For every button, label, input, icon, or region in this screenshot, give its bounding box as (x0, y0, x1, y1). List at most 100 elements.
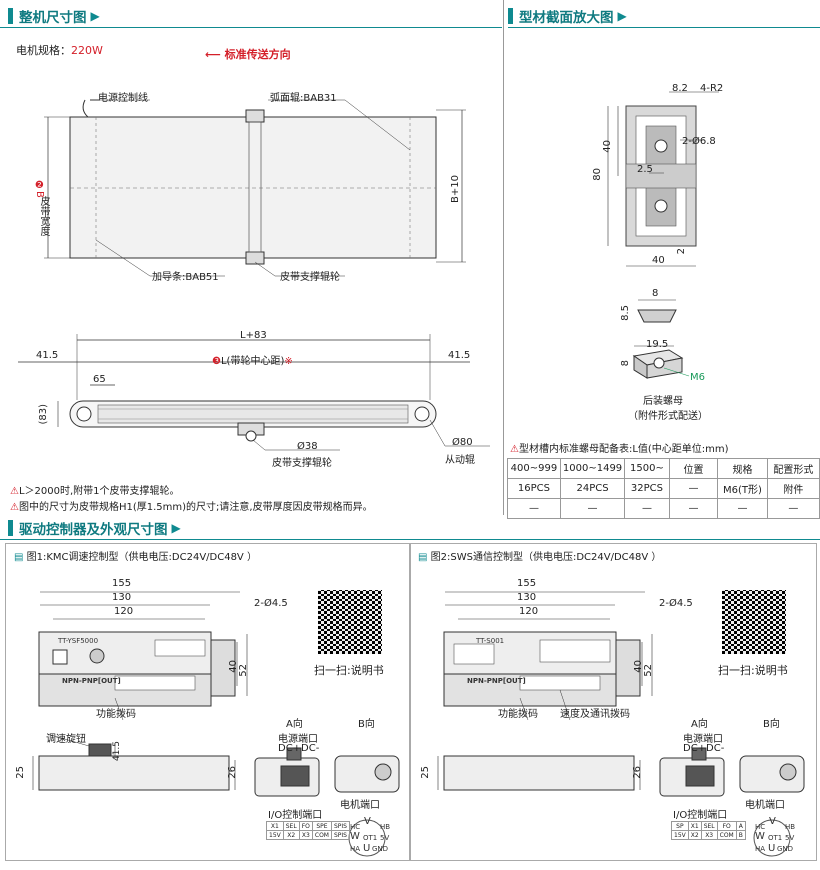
fig1-dim-25: 25 (15, 766, 26, 779)
l-center-mark: ❸ (212, 356, 221, 367)
table-cell: COM (716, 830, 737, 840)
motor-spec-value: 220W (71, 44, 103, 57)
motor-pin-ha: HA (755, 845, 766, 853)
fig1-dim-41-5: 41.5 (112, 741, 122, 762)
dim-8-5: 8.5 (620, 305, 631, 321)
dim-80: 80 (592, 168, 603, 181)
fig2-io-port-label: I/O控制端口 (673, 810, 728, 821)
motor-pin-hc: HC (755, 823, 766, 831)
play-arrow-icon: ▶ (90, 9, 100, 23)
fig1-title: ▤ 图1:KMC调速控制型（供电电压:DC24V/DC48V ） (14, 548, 257, 563)
fig1-panel (5, 543, 410, 861)
motor-pin-gnd: GND (372, 845, 389, 853)
motor-pin-5v: 5V (380, 834, 390, 842)
fig2-b-view-label: B向 (763, 719, 780, 730)
section-title-profile: 型材截面放大图▶ (508, 6, 627, 26)
motor-pin-w: W (755, 831, 765, 842)
fig2-title-text: 图2:SWS通信控制型（供电电压:DC24V/DC48V ） (430, 552, 662, 563)
table-header-cell: 1000~1499 (559, 458, 626, 479)
direction-text: 标准传送方向 (224, 48, 291, 61)
divider (0, 27, 502, 28)
table-cell: X1 (266, 821, 284, 831)
fig2-panel (410, 543, 817, 861)
table-cell: M6(T形) (717, 478, 768, 499)
fig1-npn-label: NPN-PNP[OUT] (62, 677, 121, 685)
nut-table: 400~999 1000~1499 1500~ 位置 规格 配置形式 16PCS… (507, 458, 820, 519)
fig1-qr-label: 扫一扫:说明书 (314, 664, 384, 677)
warning-icon: ⚠ (10, 502, 19, 513)
fig1-dim-2-d4-5: 2-Ø4.5 (254, 598, 288, 609)
table-cell: 附件 (766, 478, 820, 499)
table-cell: SEL (700, 821, 718, 831)
table-header-cell: 位置 (668, 458, 719, 479)
dim-41-5-left: 41.5 (36, 350, 59, 361)
nut-table-title-text: 型材槽内标准螺母配备表:L值(中心距单位:mm) (518, 444, 729, 455)
arrow-left-icon: ⟵ (205, 48, 221, 61)
fig2-a-view-label: A向 (691, 719, 708, 730)
fig1-dim-52: 52 (238, 664, 249, 677)
motor-pin-w: W (350, 831, 360, 842)
dim-40-horizontal: 40 (652, 255, 665, 266)
dim-d80: Ø80 (452, 437, 473, 448)
motor-pin-v: V (364, 816, 371, 827)
dim-41-5-right: 41.5 (448, 350, 471, 361)
play-arrow-icon: ▶ (617, 9, 627, 23)
table-cell: COM (311, 830, 332, 840)
note-1-text: L＞2000时,附带1个皮带支撑辊轮。 (18, 486, 180, 497)
fig1-io-port-label: I/O控制端口 (268, 810, 323, 821)
motor-spec-label: 电机规格： (16, 44, 71, 57)
table-cell: A (735, 821, 746, 831)
table-cell: FO (716, 821, 737, 831)
table-cell: 15V (266, 830, 284, 840)
fig2-dim-26: 26 (632, 766, 643, 779)
warning-icon: ⚠ (10, 486, 19, 497)
belt-width-mark: ❷B (34, 180, 45, 198)
fig2-dip-label: 功能拨码 (498, 709, 538, 720)
fig1-title-text: 图1:KMC调速控制型（供电电压:DC24V/DC48V ） (26, 552, 257, 563)
fig1-dim-130: 130 (112, 592, 132, 603)
table-cell: X2 (282, 830, 300, 840)
table-cell: SEL (282, 821, 300, 831)
table-cell: FO (298, 821, 313, 831)
motor-pin-u: U (768, 843, 776, 854)
l-center-text: L(带轮中心距) (220, 356, 285, 367)
motor-pin-ha: HA (350, 845, 361, 853)
motor-pin-hb: HB (380, 823, 391, 831)
table-cell: SPIS (330, 830, 351, 840)
qr-code-icon[interactable] (318, 590, 382, 654)
motor-pin-u: U (363, 843, 371, 854)
fig1-dc-label: DC+DC- (278, 743, 320, 754)
fig2-dim-155: 155 (517, 578, 537, 589)
belt-width-label: 皮带宽度 (38, 196, 49, 236)
fig1-power-port-label: 电源端口 (278, 734, 318, 745)
fig2-dim-25: 25 (420, 766, 431, 779)
section-title-driver: 驱动控制器及外观尺寸图▶ (8, 518, 181, 538)
dim-2-d6-8: 2-Ø6.8 (682, 136, 716, 147)
arc-roller-label: 弧面辊:BAB31 (270, 93, 337, 104)
table-cell: — (766, 498, 820, 519)
table-header-cell: 1500~ (624, 458, 670, 479)
table-cell: B (735, 830, 746, 840)
support-roller-label-side: 皮带支撑辊轮 (272, 458, 332, 469)
table-cell: SP (671, 821, 689, 831)
motor-pin-hb: HB (785, 823, 796, 831)
nut-note: （附件形式配送） (628, 411, 708, 422)
book-icon: ▤ (418, 552, 428, 563)
qr-code-icon[interactable] (722, 590, 786, 654)
fig1-dip-label: 功能拨码 (96, 709, 136, 720)
fig2-dim-120: 120 (519, 606, 539, 617)
l-plus-83-label: L+83 (240, 330, 267, 341)
motor-pin-ot1: OT1 (768, 834, 783, 842)
section-title-text: 整机尺寸图 (19, 10, 87, 26)
fig1-model-label: TT-YSF5000 (58, 637, 99, 645)
b-plus-10-label: B+10 (450, 175, 461, 203)
fig1-knob-label: 调速旋钮 (46, 734, 86, 745)
section-title-text: 型材截面放大图 (519, 10, 614, 26)
driven-roller-label: 从动辊 (445, 455, 475, 466)
l-center-asterisk: ※ (284, 356, 293, 367)
fig2-npn-label: NPN-PNP[OUT] (467, 677, 526, 685)
dim-8-nut-iso: 8 (620, 360, 631, 367)
